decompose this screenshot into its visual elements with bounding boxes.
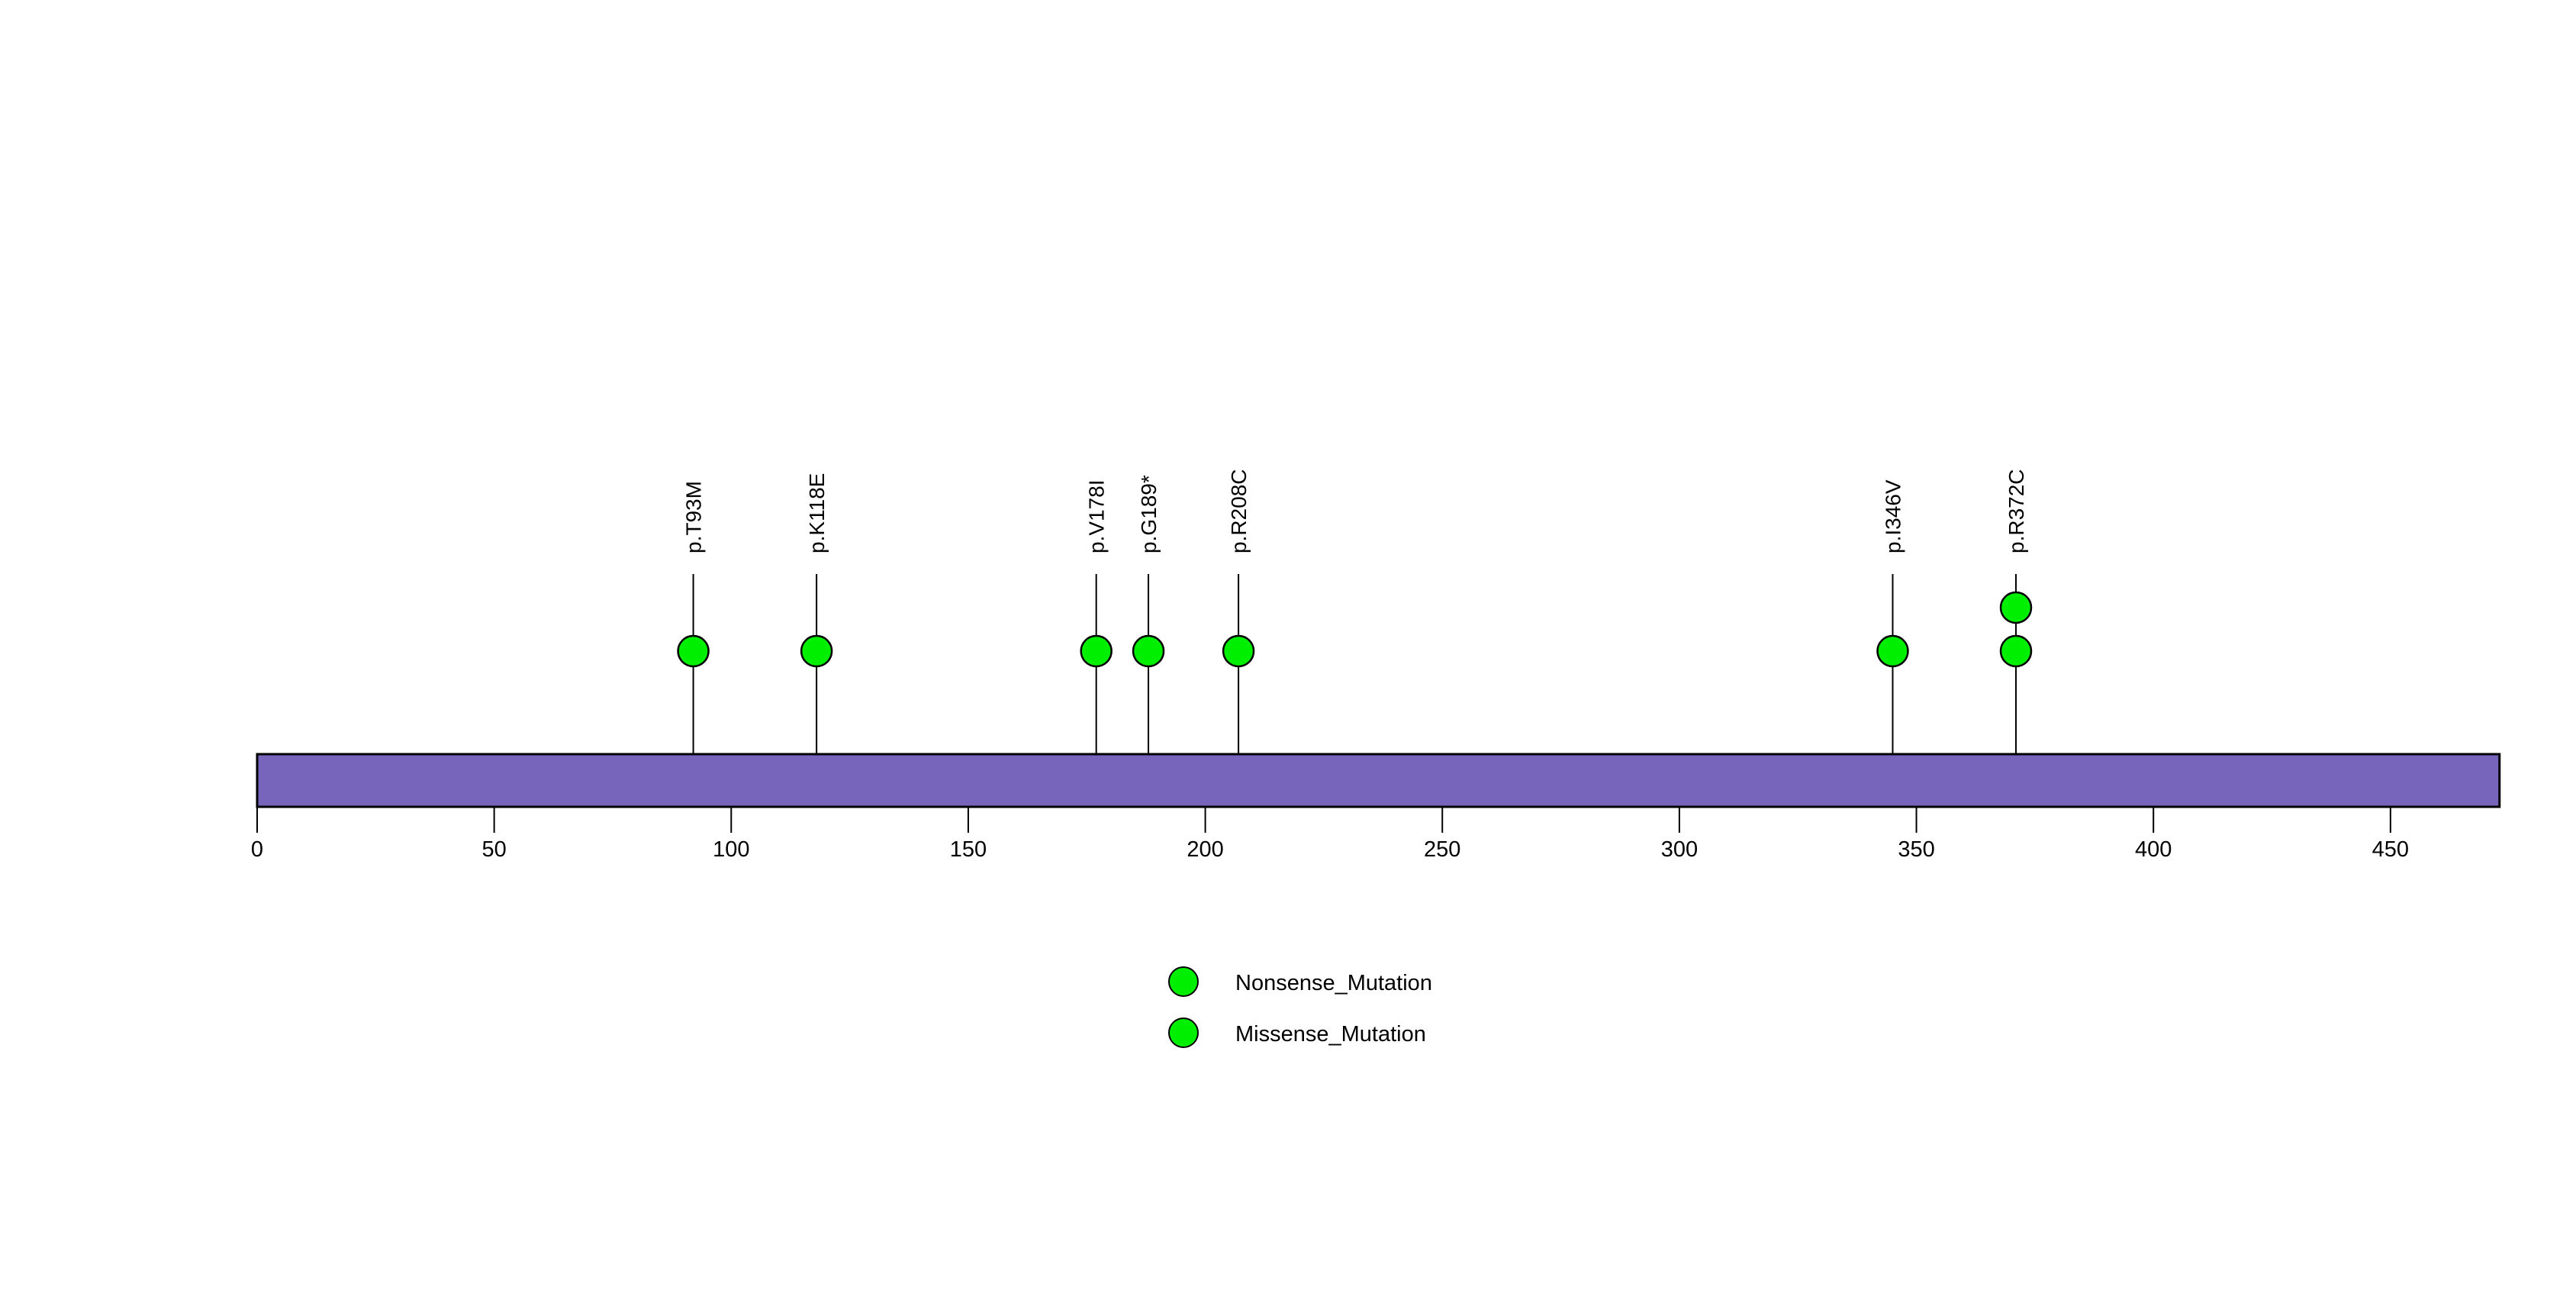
mutation-label: p.G189*: [1137, 475, 1161, 553]
mutation-label: p.I346V: [1881, 479, 1905, 553]
mutation-labels: p.T93M p.K118E p.V178I p.G189* p.R208C p.I346…: [682, 469, 2028, 553]
legend-swatch-dot: [1168, 966, 1199, 997]
axis-tick-label: 250: [1424, 837, 1460, 862]
mutation-label: p.K118E: [805, 473, 829, 553]
axis-tick-label: 400: [2135, 837, 2172, 862]
lollipop-dot[interactable]: [1999, 634, 2033, 668]
axis-tick-label: 200: [1187, 837, 1223, 862]
axis-tick-label: 100: [713, 837, 749, 862]
lollipop-dot[interactable]: [1222, 634, 1255, 668]
axis-tick-label: 50: [482, 837, 507, 862]
axis-tick-label: 450: [2372, 837, 2409, 862]
lollipop-dot[interactable]: [800, 634, 833, 668]
x-axis: 0 50 100 150 200 250 300 350 400 450: [251, 806, 2500, 862]
mutation-label: p.V178I: [1085, 479, 1109, 553]
lollipop-dot[interactable]: [1080, 634, 1113, 668]
protein-backbone-rect: [256, 753, 2501, 808]
legend-entry-label[interactable]: Nonsense_Mutation: [1235, 971, 1432, 995]
mutation-label: p.R208C: [1227, 469, 1251, 553]
mutation-label: p.R372C: [2004, 469, 2028, 553]
lollipop-dot[interactable]: [1132, 634, 1165, 668]
legend-entry-label[interactable]: Missense_Mutation: [1235, 1022, 1426, 1047]
axis-tick-label: 0: [251, 837, 263, 862]
lollipop-dot[interactable]: [1876, 634, 1909, 668]
lollipop-dot[interactable]: [1999, 591, 2033, 624]
legend-swatch-dot: [1168, 1017, 1199, 1048]
stems-group: [692, 574, 2017, 771]
axis-tick-label: 300: [1661, 837, 1698, 862]
lollipop-markers: [677, 591, 2033, 668]
protein-domain-bar: [256, 753, 2501, 808]
lollipop-dot[interactable]: [677, 634, 710, 668]
mutation-label: p.T93M: [682, 481, 706, 553]
axis-tick-label: 150: [950, 837, 987, 862]
axis-tick-label: 350: [1898, 837, 1934, 862]
